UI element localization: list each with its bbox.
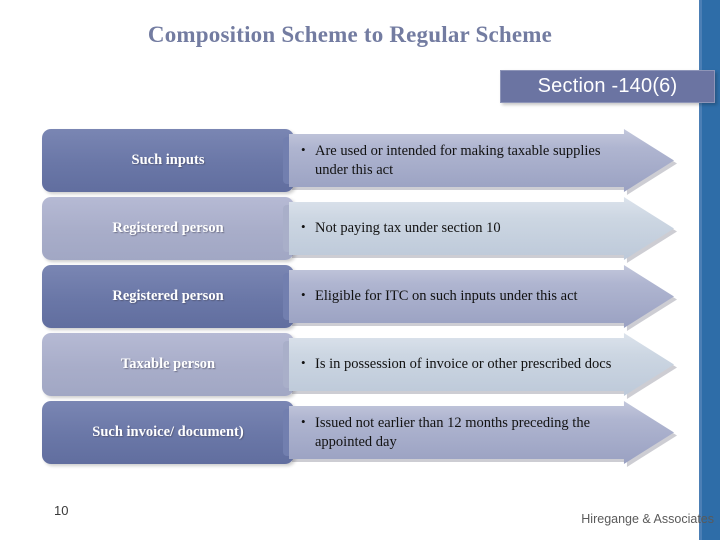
row-label-text: Registered person	[112, 220, 224, 237]
diagram-row: Registered person Not paying tax under s…	[0, 197, 720, 263]
row-arrow[interactable]: Issued not earlier than 12 months preced…	[283, 401, 677, 467]
page-title: Composition Scheme to Regular Scheme	[147, 22, 553, 47]
arrow-bullet-text: Not paying tax under section 10	[301, 219, 501, 238]
row-label-box[interactable]: Such invoice/ document)	[42, 401, 294, 464]
arrow-bullet-text: Eligible for ITC on such inputs under th…	[301, 287, 578, 306]
row-label-text: Taxable person	[120, 356, 216, 373]
footer-credit: Hiregange & Associates	[581, 512, 714, 526]
page-number: 10	[54, 503, 69, 518]
arrow-bullet-text: Are used or intended for making taxable …	[301, 142, 621, 179]
arrow-text-wrap: Not paying tax under section 10	[301, 197, 621, 260]
arrow-text-wrap: Eligible for ITC on such inputs under th…	[301, 265, 621, 328]
arrow-stub	[283, 273, 293, 320]
arrow-text-wrap: Is in possession of invoice or other pre…	[301, 333, 621, 396]
row-label-text: Registered person	[112, 288, 224, 305]
arrow-stub	[283, 137, 293, 184]
arrow-stub	[283, 409, 293, 456]
diagram-row: Such invoice/ document) Issued not earli…	[0, 401, 720, 467]
row-label-text: Such invoice/ document)	[92, 424, 244, 441]
arrow-text-wrap: Issued not earlier than 12 months preced…	[301, 401, 621, 464]
row-arrow[interactable]: Are used or intended for making taxable …	[283, 129, 677, 195]
arrow-bullet-text: Issued not earlier than 12 months preced…	[301, 414, 621, 451]
arrow-stub	[283, 205, 293, 252]
row-label-text: Such inputs	[131, 152, 205, 169]
right-accent-bar	[699, 0, 720, 540]
section-badge-label: Section -140(6)	[537, 75, 678, 97]
diagram-row: Such inputs Are used or intended for mak…	[0, 129, 720, 195]
arrow-stub	[283, 341, 293, 388]
row-label-box[interactable]: Registered person	[42, 265, 294, 328]
diagram-row: Registered person Eligible for ITC on su…	[0, 265, 720, 331]
right-accent-bar-highlight	[699, 0, 702, 540]
arrow-bullet-text: Is in possession of invoice or other pre…	[301, 355, 611, 374]
row-label-box[interactable]: Registered person	[42, 197, 294, 260]
section-badge: Section -140(6)	[500, 70, 715, 103]
arrow-text-wrap: Are used or intended for making taxable …	[301, 129, 621, 192]
row-arrow[interactable]: Not paying tax under section 10	[283, 197, 677, 263]
row-label-box[interactable]: Such inputs	[42, 129, 294, 192]
row-arrow[interactable]: Is in possession of invoice or other pre…	[283, 333, 677, 399]
diagram-row: Taxable person Is in possession of invoi…	[0, 333, 720, 399]
row-arrow[interactable]: Eligible for ITC on such inputs under th…	[283, 265, 677, 331]
row-label-box[interactable]: Taxable person	[42, 333, 294, 396]
